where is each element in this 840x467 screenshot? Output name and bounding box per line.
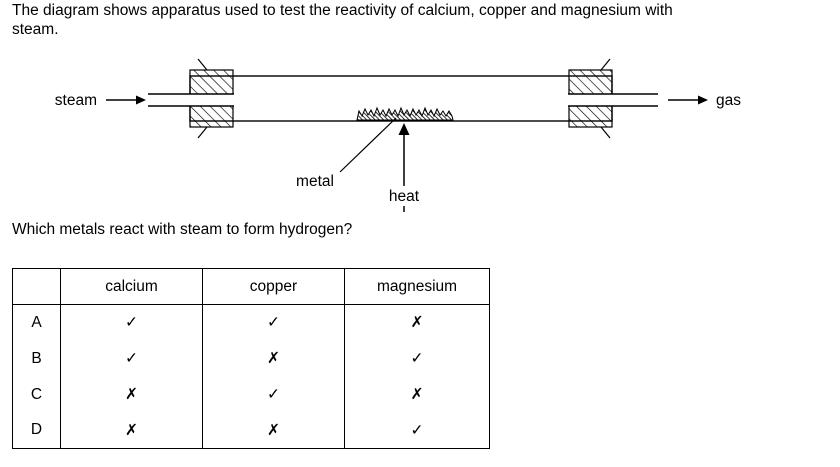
apparatus-diagram: steam gas metal heat	[55, 58, 741, 212]
question-intro: The diagram shows apparatus used to test…	[12, 2, 832, 40]
mark-d-magnesium: ✓	[344, 412, 490, 449]
table-row-a: A ✓ ✓ ✗	[12, 304, 490, 341]
mark-d-copper: ✗	[202, 412, 345, 449]
intro-line-2: steam.	[12, 20, 59, 38]
table-header-row: calcium copper magnesium	[12, 268, 490, 305]
mark-c-magnesium: ✗	[344, 376, 490, 413]
mark-d-calcium: ✗	[60, 412, 203, 449]
steam-arrow	[106, 95, 146, 105]
heat-label: heat	[389, 188, 420, 205]
gas-label: gas	[716, 92, 741, 109]
option-label-a: A	[12, 304, 61, 341]
header-blank	[12, 268, 61, 305]
option-label-b: B	[12, 340, 61, 377]
intro-line-1: The diagram shows apparatus used to test…	[12, 2, 673, 19]
metal-pointer-line	[339, 117, 397, 173]
left-inlet-pipe	[148, 93, 234, 107]
metal-label: metal	[296, 173, 334, 190]
gas-arrow	[668, 95, 708, 105]
bung-tick-marks	[197, 58, 611, 139]
mark-a-magnesium: ✗	[344, 304, 490, 341]
left-pipe-gap	[189, 94, 235, 107]
option-label-c: C	[12, 376, 61, 413]
answer-table: calcium copper magnesium A ✓ ✓ ✗ B ✓ ✗ ✓…	[12, 268, 490, 449]
mark-c-calcium: ✗	[60, 376, 203, 413]
right-outlet-pipe	[568, 93, 658, 107]
mark-b-copper: ✗	[202, 340, 345, 377]
heat-label-background	[381, 186, 427, 206]
steam-label: steam	[55, 92, 97, 109]
metal-pile	[356, 106, 454, 121]
header-magnesium: magnesium	[344, 268, 490, 305]
table-row-c: C ✗ ✓ ✗	[12, 376, 490, 413]
table-row-d: D ✗ ✗ ✓	[12, 412, 490, 449]
mark-a-calcium: ✓	[60, 304, 203, 341]
header-copper: copper	[202, 268, 345, 305]
table-row-b: B ✓ ✗ ✓	[12, 340, 490, 377]
mark-a-copper: ✓	[202, 304, 345, 341]
mark-b-magnesium: ✓	[344, 340, 490, 377]
right-pipe-gap	[568, 94, 614, 107]
mark-b-calcium: ✓	[60, 340, 203, 377]
mark-c-copper: ✓	[202, 376, 345, 413]
option-label-d: D	[12, 412, 61, 449]
question-prompt: Which metals react with steam to form hy…	[12, 221, 353, 238]
header-calcium: calcium	[60, 268, 203, 305]
